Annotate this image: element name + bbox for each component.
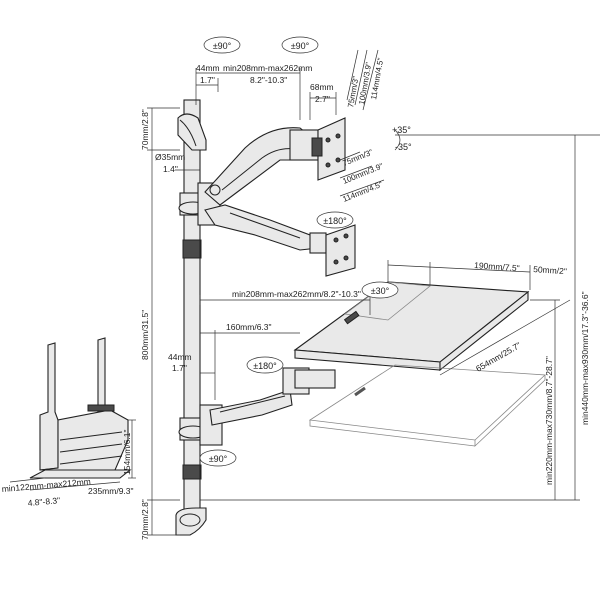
rot-90-bottom-label: ±90° (209, 454, 228, 464)
clamp-top-label: 70mm/2.8" (140, 109, 150, 150)
arm-reach-in-label: 44mm (196, 63, 220, 73)
total-height-label: min440mm-max930mm/17.3"-36.6" (580, 291, 590, 425)
kb-reach-in-imp-label: 1.7" (172, 363, 187, 373)
rot-top-right-label: ±90° (291, 41, 310, 51)
tilt-up-label: +35° (392, 125, 411, 135)
pole-dia-label: Ø35mm (155, 152, 185, 162)
keyboard-tray (293, 281, 546, 447)
keyboard-arm (178, 367, 336, 446)
kb-reach-in-label: 44mm (168, 352, 192, 362)
rot-30-label: ±30° (371, 286, 390, 296)
monitor-arm-ghost (204, 204, 356, 277)
kb-height-range-label: min220mm-max730mm/8.7"-28.7" (544, 356, 554, 485)
rot-180-top-label: ±180° (323, 216, 347, 226)
tilt-down-label: -35° (395, 142, 412, 152)
rotation-markers (199, 36, 399, 467)
kb-arm-extend-label: min208mm-max262mm/8.2"-10.3" (232, 289, 361, 299)
vesa-offset-label: 68mm (310, 82, 334, 92)
rot-top-left-label: ±90° (213, 41, 232, 51)
clamp-bottom-label: 70mm/2.8" (140, 499, 150, 540)
cpu-holder (29, 337, 132, 479)
pole-height-label: 800mm/31.5" (140, 310, 150, 360)
bottom-clamp (175, 507, 207, 536)
pole (182, 99, 202, 516)
arm-extend-label: min208mm-max262mm (223, 63, 312, 73)
cpu-width-imp-label: 4.8"-8.3" (27, 495, 60, 508)
top-clamp (177, 113, 207, 151)
arm-extend-imp-label: 8.2"-10.3" (250, 75, 287, 85)
cpu-width-label: min122mm-max212mm (1, 476, 91, 494)
arm-reach-in-imp-label: 1.7" (200, 75, 215, 85)
rot-180-mid-label: ±180° (253, 361, 277, 371)
vesa-offset-imp-label: 2.7" (315, 94, 330, 104)
kb-depth-label: 654mm/25.7" (474, 340, 523, 374)
kb-width-label: 190mm/7.5" (474, 260, 520, 273)
vesa-h1-label: 75mm/3" (341, 148, 374, 168)
monitor-arm (178, 117, 346, 226)
dimension-lines (9, 49, 600, 536)
kb-width2-label: 50mm/2" (533, 264, 567, 276)
cpu-depth-label: 235mm/9.3" (88, 486, 134, 496)
kb-offset-label: 160mm/6.3" (226, 322, 272, 332)
cpu-height-label: 154mm/6.1" (122, 429, 132, 475)
pole-dia-imp-label: 1.4" (163, 164, 178, 174)
